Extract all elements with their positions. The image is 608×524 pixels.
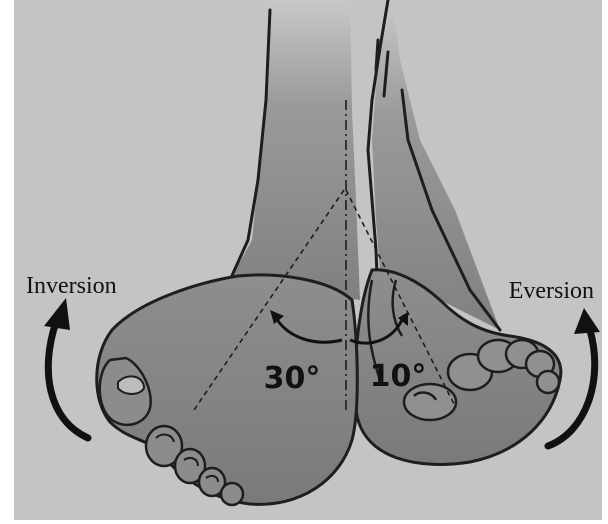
eversion-label: Eversion [509,278,594,304]
eversion-angle-label: 10° [370,359,427,394]
frame-edge [602,0,608,524]
inversion-label: Inversion [26,273,117,299]
left-big-toenail [118,376,144,394]
inversion-angle-label: 30° [264,361,321,396]
